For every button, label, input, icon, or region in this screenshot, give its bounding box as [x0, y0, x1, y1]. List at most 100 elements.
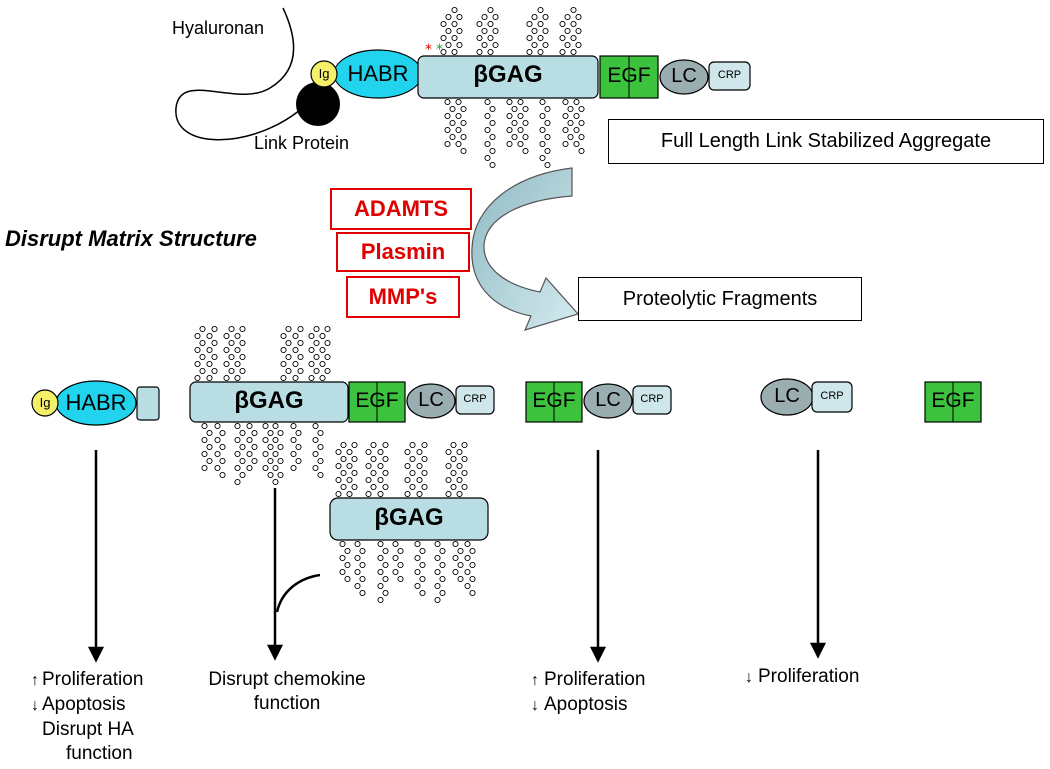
gag-bead [464, 568, 471, 576]
gag-bead [246, 450, 253, 458]
gag-bead [421, 483, 428, 491]
gag-bead [324, 325, 331, 333]
gag-bead [522, 105, 529, 113]
gag-bead [409, 483, 416, 491]
gag-bead [392, 540, 399, 548]
enzyme-mmps: MMP's [346, 276, 460, 318]
full-lc-domain [659, 59, 709, 95]
gag-bead [460, 105, 467, 113]
gag-bead [570, 48, 577, 56]
gag-bead [313, 353, 320, 361]
cleavage-curved-arrow [471, 167, 580, 331]
gag-bead [461, 469, 468, 477]
gag-bead [365, 462, 372, 470]
gag-bead [239, 353, 246, 361]
full-lc-label: LC [671, 65, 697, 87]
gag-bead [469, 547, 476, 555]
star-green-icon: * [436, 42, 443, 58]
gag-bead [344, 575, 351, 583]
gag-bead [194, 346, 201, 354]
gag-bead [228, 367, 235, 375]
gag-bead [570, 6, 577, 14]
outcome-arrows [87, 450, 827, 663]
gag-bead [460, 133, 467, 141]
gag-bead [199, 339, 206, 347]
gag-bead [365, 476, 372, 484]
gag-bead [416, 490, 423, 498]
gag-bead [542, 13, 549, 21]
habr-disrupt-ha-2: function [66, 743, 133, 764]
gag-bead [239, 471, 246, 479]
gag-bead [339, 568, 346, 576]
gag-bead [324, 353, 331, 361]
frag2-gag-label: βGAG [234, 387, 304, 414]
gag-bead [461, 455, 468, 463]
gag-bead [359, 575, 366, 583]
gag-bead [335, 462, 342, 470]
gag-bead [211, 339, 218, 347]
gag-bead [481, 13, 488, 21]
gag-bead [272, 436, 279, 444]
gag-bead [339, 540, 346, 548]
frag4-crp-domain [811, 381, 853, 413]
gag-bead [290, 464, 297, 472]
gag-bead [295, 429, 302, 437]
gag-bead [544, 105, 551, 113]
enzyme-plasmin: Plasmin [336, 232, 470, 272]
gag-bead [469, 589, 476, 597]
full-crp-domain [708, 61, 751, 91]
gag-bead [346, 448, 353, 456]
gag-bead [450, 441, 457, 449]
gag-bead [199, 353, 206, 361]
gag-bead [457, 561, 464, 569]
gag-bead [414, 554, 421, 562]
gag-bead [239, 367, 246, 375]
gag-bead [239, 325, 246, 333]
gag-bead [445, 490, 452, 498]
gag-bead [476, 20, 483, 28]
gag-bead [419, 589, 426, 597]
gag-bead [439, 561, 446, 569]
frag3-lc-domain [583, 383, 633, 419]
gag-bead [461, 483, 468, 491]
outcome-lc: ↓Proliferation [742, 665, 859, 690]
gag-bead [251, 429, 258, 437]
gag-bead [575, 27, 582, 35]
gag-bead [489, 119, 496, 127]
gag-bead [464, 554, 471, 562]
gag-bead [452, 540, 459, 548]
fragment-lc [760, 378, 853, 416]
egf-proliferation: Proliferation [544, 669, 646, 690]
gag-bead [445, 41, 452, 49]
gag-outcome-line2: function [253, 693, 321, 714]
star-red-icon: * [425, 42, 432, 58]
gag-bead [445, 13, 452, 21]
gag-bead [297, 353, 304, 361]
gag-bead [365, 490, 372, 498]
gag-bead [377, 568, 384, 576]
gag-bead [564, 13, 571, 21]
gag-bead [324, 367, 331, 375]
gag-bead [354, 554, 361, 562]
gag-bead [476, 34, 483, 42]
gag-bead [319, 374, 326, 382]
gag-bead [544, 119, 551, 127]
gag-bead [464, 582, 471, 590]
gag-bead [370, 469, 377, 477]
frag-ig-domain [31, 389, 59, 417]
gag-bead [506, 112, 513, 120]
gag-bead [211, 353, 218, 361]
gag-bead [484, 140, 491, 148]
down-arrow-icon: ↓ [745, 669, 753, 686]
gag-bead [277, 429, 284, 437]
gag-bead [455, 126, 462, 134]
gag-bead [290, 422, 297, 430]
gag-bead [194, 374, 201, 382]
enzyme-adamts: ADAMTS [330, 188, 472, 230]
gag-bead [280, 374, 287, 382]
gag-bead [346, 490, 353, 498]
outcome-habr: ↑Proliferation ↓Apoptosis Disrupt HA fun… [28, 668, 143, 766]
frag2-gag-core [189, 381, 349, 423]
gag-bead [526, 48, 533, 56]
gag-bead [578, 119, 585, 127]
